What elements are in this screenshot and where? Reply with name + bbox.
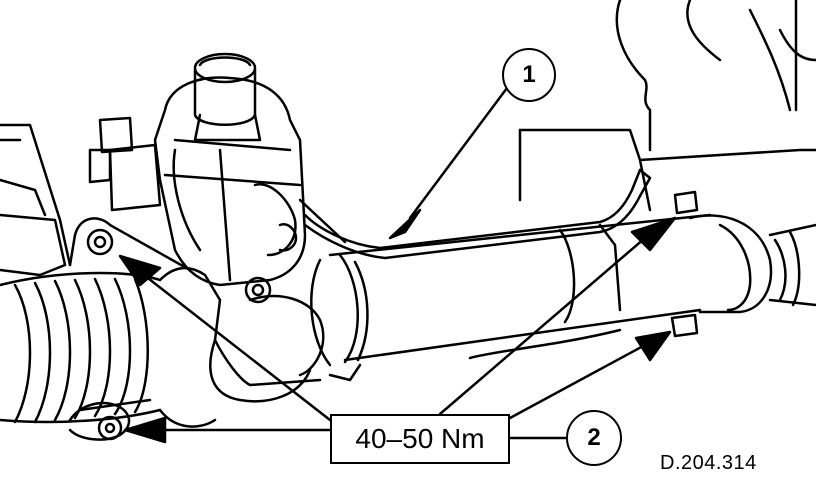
left-bracket (0, 123, 192, 277)
callout-2-leaders (118, 216, 677, 444)
input-shaft (193, 52, 262, 142)
torque-spec-label: 40–50 Nm (330, 414, 510, 464)
bolts (86, 190, 699, 441)
rack-housing (68, 266, 325, 441)
fluid-pipes (298, 168, 652, 260)
figure-reference: D.204.314 (660, 452, 757, 474)
callout-1: 1 (502, 48, 556, 102)
rack-tube (310, 213, 816, 382)
valve-body (88, 76, 307, 287)
callout-1-leader (388, 86, 509, 240)
body-panel (518, 0, 816, 212)
bellows-boot (0, 271, 162, 424)
callout-2: 2 (566, 410, 622, 466)
